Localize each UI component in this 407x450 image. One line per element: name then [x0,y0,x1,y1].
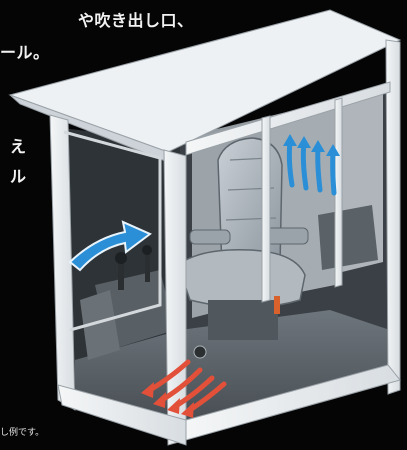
right-console [318,205,378,270]
side-caption-line-2: ル [10,162,26,192]
caption-line-2: ール。 [0,38,50,68]
side-caption-line-1: え [10,132,26,162]
caption-line-1: や吹き出し口、 [78,6,194,36]
footnote: し例です。 [0,425,44,438]
floor-vent [194,346,206,358]
